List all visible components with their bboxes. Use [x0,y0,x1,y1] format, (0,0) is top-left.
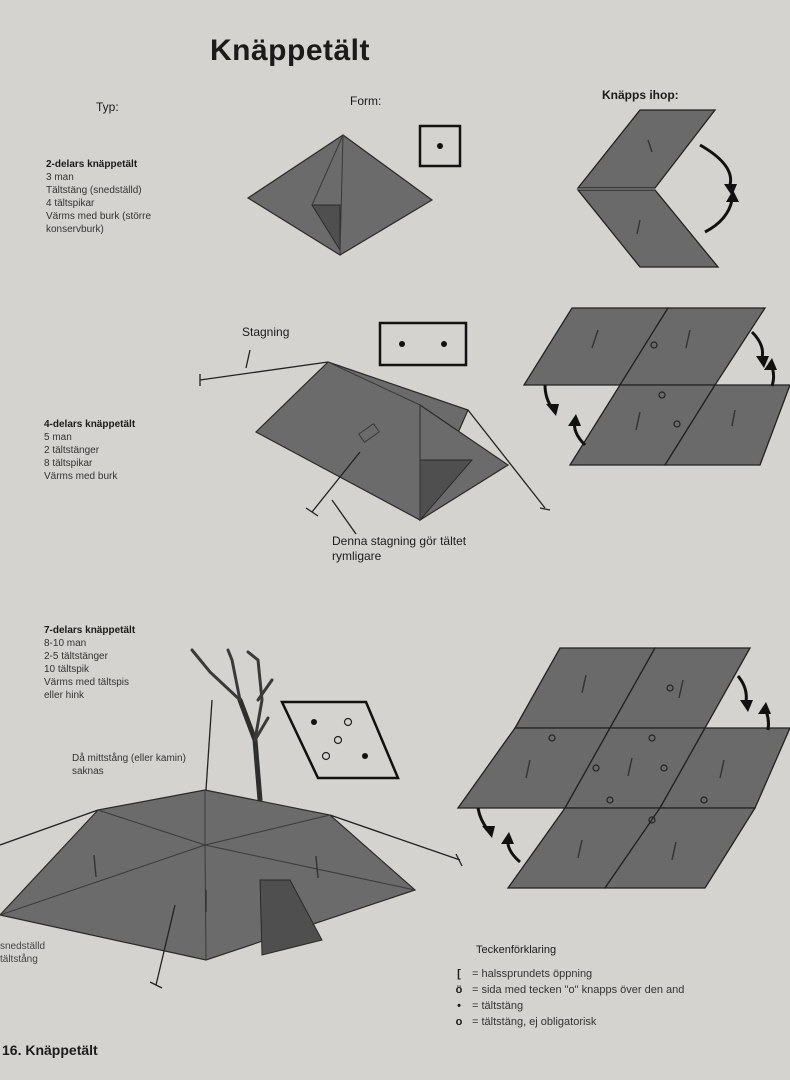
section-7-part: 7-delars knäppetält 8-10 man 2-5 tältstä… [44,624,204,702]
page-footer: 16. Knäppetält [2,1042,98,1058]
section-4-part: 4-delars knäppetält 5 man 2 tältstänger … [44,418,214,483]
legend-symbol: [ [457,968,461,980]
section-line: 8 tältspikar [44,458,93,469]
tent-7-part-drawing [0,699,463,989]
section-line: Värms med burk (större [46,211,152,222]
legend-symbol: ö [455,984,463,996]
page-title: Knäppetält [210,34,371,67]
section-title: 2-delars knäppetält [46,159,138,170]
column-header-type: Typ: [96,100,119,114]
section-line: 8-10 man [44,638,87,649]
legend-symbol: o [455,1016,463,1028]
section-line: 2 tältstänger [44,445,100,456]
tent-4-part-drawing [199,349,551,535]
label-snedstald: snedställd tältstång [0,941,46,965]
button-diagram-4-part [522,307,790,466]
section-2-part: 2-delars knäppetält 3 man Tältstäng (sne… [46,158,226,236]
column-header-buttoning: Knäpps ihop: [602,88,679,102]
form-square-1 [418,124,462,168]
legend-text: = tältstäng [472,1000,524,1012]
button-diagram-7-part [456,647,790,889]
legend-item: • = tältstäng [452,998,790,1014]
tent-2-part-drawing [246,134,434,256]
section-title: 4-delars knäppetält [44,419,136,430]
button-diagram-2-part [576,109,739,268]
legend-item: o = tältstäng, ej obligatorisk [452,1014,790,1030]
section-line: 4 tältspikar [46,198,95,209]
form-diamond-3 [280,700,400,780]
legend-text: = halssprundets öppning [472,968,593,980]
tree [190,648,274,803]
section-line: Tältstäng (snedställd) [46,185,142,196]
form-rect-2 [378,321,468,367]
section-line: eller hink [44,690,85,701]
legend-text: = tältstäng, ej obligatorisk [472,1016,597,1028]
legend: Teckenförklaring [ = halssprundets öppni… [452,944,790,1030]
column-header-form: Form: [350,94,382,108]
legend-item: [ = halssprundets öppning [452,966,790,982]
legend-title: Teckenförklaring [476,944,557,956]
label-stagning: Stagning [242,325,290,339]
section-line: konservburk) [46,224,104,235]
section-line: Värms med tältspis [44,677,130,688]
legend-item: ö = sida med tecken "o" knapps över den … [452,982,790,998]
section-line: Värms med burk [44,471,118,482]
section-line: 2-5 tältstänger [44,651,108,662]
label-mittstang: Då mittstång (eller kamin) saknas [72,753,186,777]
section-line: 10 tältspik [44,664,90,675]
label-denna-stagning: Denna stagning gör tältet rymligare [332,534,467,563]
section-line: 5 man [44,432,72,443]
section-line: 3 man [46,172,74,183]
legend-symbol: • [457,1000,461,1012]
legend-text: = sida med tecken "o" knapps över den an… [472,984,685,996]
section-title: 7-delars knäppetält [44,625,136,636]
